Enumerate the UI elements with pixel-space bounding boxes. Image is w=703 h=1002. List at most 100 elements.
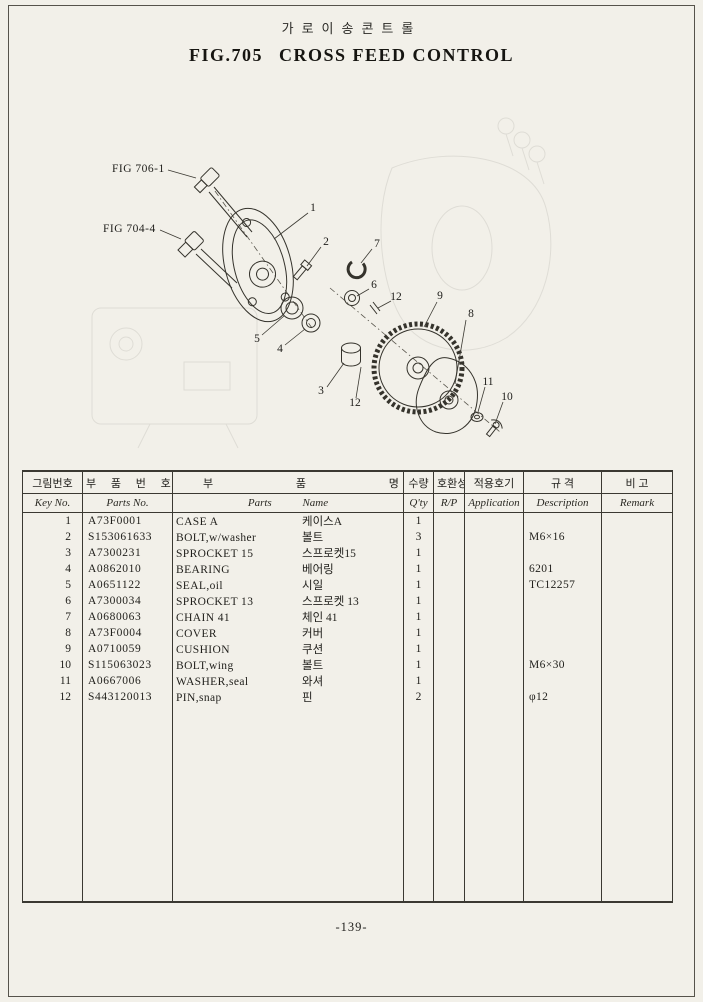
bolt-part-2 bbox=[292, 259, 313, 281]
cell-rp bbox=[433, 545, 465, 561]
cell-rp bbox=[433, 577, 465, 593]
figure-title: FIG.705 CROSS FEED CONTROL bbox=[0, 45, 703, 66]
part-name-korean: 스프로켓15 bbox=[302, 548, 356, 560]
cell-parts-no: A0862010 bbox=[82, 561, 173, 577]
callout-8: 8 bbox=[468, 308, 474, 320]
callout-9: 9 bbox=[437, 290, 443, 302]
part-name-korean: 스프로켓 13 bbox=[302, 596, 359, 608]
cell-key-no: 11 bbox=[22, 673, 83, 689]
callout-3: 3 bbox=[318, 385, 324, 397]
cell-parts-no: S115063023 bbox=[82, 657, 173, 673]
cell-key-no: 7 bbox=[22, 609, 83, 625]
cell-qty: 2 bbox=[403, 689, 434, 705]
figure-reference-labels: FIG 706-1 FIG 704-4 bbox=[103, 163, 197, 240]
cell-remark bbox=[601, 641, 673, 657]
col-app-kr: 적용호기 bbox=[464, 471, 524, 494]
cell-description bbox=[523, 609, 602, 625]
figure-number: FIG.705 bbox=[188, 45, 263, 65]
fig-706-1-label: FIG 706-1 bbox=[112, 163, 165, 175]
cell-rp bbox=[433, 689, 465, 705]
cell-description bbox=[523, 593, 602, 609]
part-name-english: BOLT,wing bbox=[176, 660, 234, 672]
part-name-english: COVER bbox=[176, 628, 217, 640]
cell-parts-no: S153061633 bbox=[82, 529, 173, 545]
sprocket-part-9 bbox=[371, 321, 465, 415]
case-plate-part-1 bbox=[222, 207, 294, 323]
col-app-en: Application bbox=[464, 493, 524, 513]
exploded-view-diagram: FIG 706-1 FIG 704-4 1 2 7 6 bbox=[91, 117, 552, 449]
cell-description bbox=[523, 625, 602, 641]
part-name-english: WASHER,seal bbox=[176, 676, 249, 688]
korean-title: 가로이송콘트롤 bbox=[281, 21, 422, 36]
cell-description bbox=[523, 673, 602, 689]
callout-5: 5 bbox=[254, 333, 260, 345]
callout-2: 2 bbox=[323, 236, 329, 248]
callout-10: 10 bbox=[501, 391, 513, 403]
col-key-en: Key No. bbox=[22, 493, 83, 513]
cell-remark bbox=[601, 512, 673, 529]
cell-description: TC12257 bbox=[523, 577, 602, 593]
part-name-korean: 볼트 bbox=[302, 660, 324, 672]
cell-parts-no: A0651122 bbox=[82, 577, 173, 593]
cell-rp bbox=[433, 673, 465, 689]
callout-6: 6 bbox=[371, 279, 377, 291]
page-header: 가로이송콘트롤 FIG.705 CROSS FEED CONTROL bbox=[0, 18, 703, 66]
cell-key-no: 1 bbox=[22, 512, 83, 529]
cell-application bbox=[464, 657, 524, 673]
ghost-bleedthrough-art bbox=[91, 117, 552, 449]
cell-key-no: 12 bbox=[22, 689, 83, 705]
cell-parts-name: BOLT,wing 볼트 bbox=[172, 657, 404, 673]
cell-qty: 1 bbox=[403, 657, 434, 673]
cushion-part-3 bbox=[341, 342, 361, 367]
col-partsno-kr: 부 품 번 호 bbox=[82, 471, 173, 494]
cell-application bbox=[464, 529, 524, 545]
cell-remark bbox=[601, 577, 673, 593]
callout-12b: 12 bbox=[349, 397, 361, 409]
cell-parts-no: A73F0001 bbox=[82, 512, 173, 529]
cell-key-no: 9 bbox=[22, 641, 83, 657]
filler-cell bbox=[601, 705, 673, 902]
col-rp-kr: 호환성 bbox=[433, 471, 465, 494]
cell-qty: 1 bbox=[403, 625, 434, 641]
seal-washer-part-11 bbox=[470, 412, 484, 422]
col-partsno-en: Parts No. bbox=[82, 493, 173, 513]
cell-description bbox=[523, 641, 602, 657]
filler-cell bbox=[403, 705, 434, 902]
cell-application bbox=[464, 561, 524, 577]
part-name-english: CUSHION bbox=[176, 644, 230, 656]
col-qty-en: Q'ty bbox=[403, 493, 434, 513]
cell-key-no: 4 bbox=[22, 561, 83, 577]
filler-cell bbox=[22, 705, 83, 902]
col-desc-kr: 규 격 bbox=[523, 471, 602, 494]
col-key-kr: 그림번호 bbox=[22, 471, 83, 494]
fig-704-4-label: FIG 704-4 bbox=[103, 223, 156, 235]
cell-parts-no: A0710059 bbox=[82, 641, 173, 657]
cell-application bbox=[464, 673, 524, 689]
cell-qty: 1 bbox=[403, 545, 434, 561]
cell-rp bbox=[433, 529, 465, 545]
cell-rp bbox=[433, 512, 465, 529]
figure-name: CROSS FEED CONTROL bbox=[278, 45, 515, 65]
cell-qty: 1 bbox=[403, 512, 434, 529]
cell-parts-no: A0680063 bbox=[82, 609, 173, 625]
seal-part-5 bbox=[280, 296, 304, 320]
part-name-english: SPROCKET 15 bbox=[176, 548, 254, 560]
filler-cell bbox=[464, 705, 524, 902]
wing-bolt-part-10 bbox=[485, 419, 503, 438]
cell-qty: 1 bbox=[403, 609, 434, 625]
cell-remark bbox=[601, 545, 673, 561]
